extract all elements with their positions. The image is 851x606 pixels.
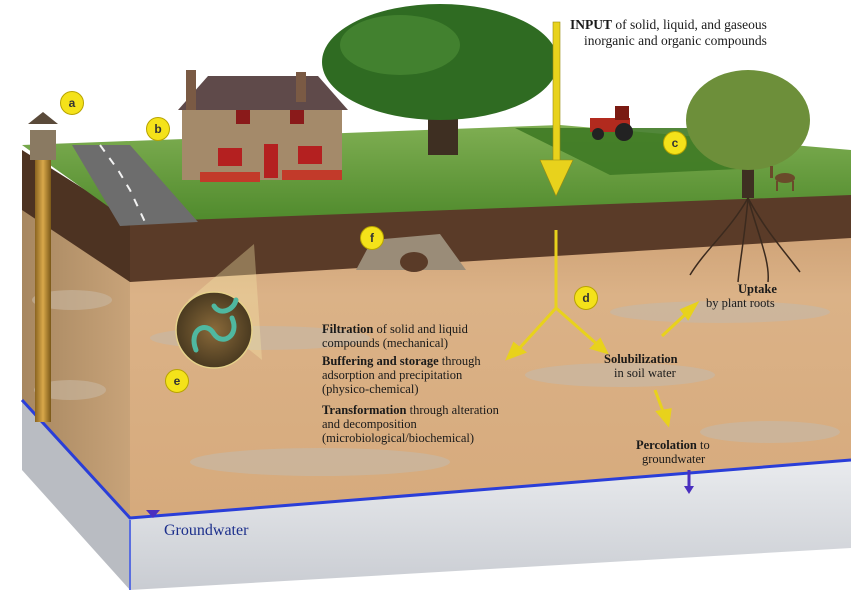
- transformation-label: Transformation through alteration and de…: [322, 403, 499, 445]
- percolation-text-line2: groundwater: [642, 452, 706, 466]
- label-b-badge: b: [146, 117, 170, 141]
- deer: [770, 166, 795, 191]
- input-label: INPUT of solid, liquid, and gaseous inor…: [570, 17, 767, 49]
- transformation-text: through alteration: [406, 403, 499, 417]
- transformation-text-line2: and decomposition: [322, 417, 417, 431]
- transformation-text-line3: (microbiological/biochemical): [322, 431, 475, 445]
- label-a-badge: a: [60, 91, 84, 115]
- filtration-text-line2: compounds (mechanical): [322, 336, 448, 350]
- stone-wall: [356, 234, 466, 272]
- buffering-text-line3: (physico-chemical): [322, 382, 419, 396]
- transformation-title: Transformation: [322, 403, 407, 417]
- groundwater-side: [22, 400, 130, 590]
- uptake-title: Uptake: [738, 282, 777, 296]
- input-arrow: [539, 21, 574, 197]
- uptake-label: Uptake by plant roots: [706, 282, 777, 310]
- tractor: [590, 106, 633, 141]
- uptake-text: by plant roots: [706, 296, 775, 310]
- plant-roots: [689, 197, 801, 283]
- buffering-text-line2: adsorption and precipitation: [322, 368, 463, 382]
- solubilization-label: Solubilization in soil water: [604, 352, 678, 380]
- label-d-badge: d: [574, 286, 598, 310]
- right-tree-canopy: [686, 70, 810, 170]
- groundwater-label: Groundwater: [164, 522, 249, 539]
- label-e-badge: e: [165, 369, 189, 393]
- percolation-title: Percolation: [636, 438, 697, 452]
- oak-canopy-highlight: [340, 15, 460, 75]
- road-line: [99, 144, 146, 223]
- input-title: INPUT: [570, 17, 613, 32]
- gravel-lens: [700, 421, 840, 443]
- gravel-lens: [190, 448, 450, 476]
- well: [28, 112, 58, 422]
- water-table-marker-right: [684, 486, 694, 494]
- water-table-marker: [146, 510, 160, 518]
- input-text-line2: inorganic and organic compounds: [584, 33, 767, 48]
- solubilization-title: Solubilization: [604, 352, 678, 366]
- house: [178, 70, 348, 182]
- groundwater-front: [130, 460, 851, 590]
- input-text-line1: of solid, liquid, and gaseous: [612, 17, 767, 32]
- soil-front-face: [130, 200, 851, 518]
- microbe-worms: [191, 297, 239, 353]
- buffering-text: through: [438, 354, 481, 368]
- percolation-text: to: [696, 438, 710, 452]
- gravel-lens: [610, 301, 830, 323]
- gravel-lens: [34, 380, 106, 400]
- percolation-label: Percolation to groundwater: [636, 438, 710, 466]
- label-f-badge: f: [360, 226, 384, 250]
- buffering-title: Buffering and storage: [322, 354, 439, 368]
- solubilization-text: in soil water: [614, 366, 676, 380]
- gravel-lens: [525, 363, 715, 387]
- road: [72, 145, 198, 226]
- label-c-badge: c: [663, 131, 687, 155]
- gravel-lens: [32, 290, 112, 310]
- process-arrows: [505, 230, 700, 486]
- filtration-text: of solid and liquid: [373, 322, 468, 336]
- filtration-label: Filtration of solid and liquid compounds…: [322, 322, 468, 350]
- filtration-title: Filtration: [322, 322, 374, 336]
- buffering-label: Buffering and storage through adsorption…: [322, 354, 481, 396]
- water-table-line: [20, 398, 851, 520]
